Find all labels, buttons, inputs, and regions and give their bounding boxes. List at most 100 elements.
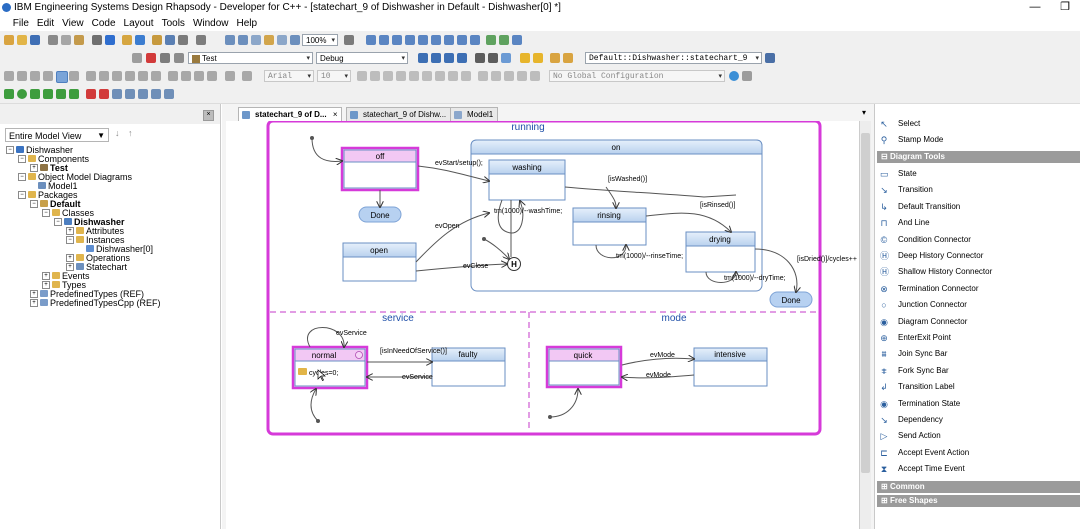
state-normal[interactable]: normal cycles=0; xyxy=(291,345,369,390)
tree-node[interactable]: −Instances xyxy=(66,236,125,245)
label-evmode-2[interactable]: evMode xyxy=(646,372,671,379)
transition-evclose[interactable] xyxy=(415,264,507,272)
palette-tool-termination-state[interactable]: ◉Termination State xyxy=(878,396,1078,412)
browser-icon[interactable] xyxy=(165,35,175,45)
tree-node[interactable]: −Default xyxy=(30,200,81,209)
gmr-icon[interactable] xyxy=(174,53,184,63)
move-down-icon[interactable]: ↓ xyxy=(115,128,120,138)
label-tm-wash[interactable]: tm(1000)/--washTime; xyxy=(494,208,562,215)
features-icon[interactable] xyxy=(178,35,188,45)
line-width-icon[interactable] xyxy=(504,71,514,81)
favorites-icon[interactable] xyxy=(520,53,530,63)
tab-list-chevron-icon[interactable]: ▾ xyxy=(862,108,867,117)
active-configuration-combo[interactable]: Debug▾ xyxy=(316,52,408,64)
palette-tool-diagram-connector[interactable]: ◉Diagram Connector xyxy=(878,314,1078,330)
forward-icon[interactable] xyxy=(563,53,573,63)
tree-node[interactable]: −Dishwasher xyxy=(6,146,73,155)
state-washing[interactable]: washing xyxy=(488,159,566,201)
run-executable-icon[interactable] xyxy=(160,53,170,63)
menu-edit[interactable]: Edit xyxy=(36,18,55,29)
menu-window[interactable]: Window xyxy=(192,18,229,29)
state-drying[interactable]: drying xyxy=(685,231,756,273)
service-default-transition[interactable] xyxy=(311,389,319,422)
tree-node[interactable]: Model1 xyxy=(38,182,78,191)
format-back-icon[interactable] xyxy=(99,71,109,81)
step-into-icon[interactable] xyxy=(56,89,66,99)
navigation-context-combo[interactable]: Default::Dishwasher::statechart_9▾ xyxy=(585,52,762,64)
tree-node[interactable]: −Packages xyxy=(18,191,78,200)
menu-help[interactable]: Help xyxy=(236,18,258,29)
palette-tool-transition[interactable]: ↘Transition xyxy=(878,182,1078,198)
active-component-combo[interactable]: Test▾ xyxy=(188,52,313,64)
section-diagram-tools[interactable]: ⊟ Diagram Tools xyxy=(877,151,1080,163)
menu-view[interactable]: View xyxy=(62,18,84,29)
space-horizontal-icon[interactable] xyxy=(486,35,496,45)
section-common[interactable]: ⊞ Common xyxy=(877,481,1080,493)
align-center-icon[interactable] xyxy=(379,35,389,45)
palette-tool-default-transition[interactable]: ↳Default Transition xyxy=(878,199,1078,215)
layout-icon[interactable] xyxy=(512,35,522,45)
stop-make-icon[interactable] xyxy=(146,53,156,63)
zoom-fit-icon[interactable] xyxy=(277,35,287,45)
tree-node[interactable]: +PredefinedTypesCpp (REF) xyxy=(30,299,161,308)
align-text-center-icon[interactable] xyxy=(448,71,458,81)
palette-tool-join-sync-bar[interactable]: ⩩Join Sync Bar xyxy=(878,346,1078,362)
label-evmode-1[interactable]: evMode xyxy=(650,352,675,359)
palette-tool-condition-connector[interactable]: ©Condition Connector xyxy=(878,232,1078,248)
menu-file[interactable]: File xyxy=(12,18,29,29)
grid-icon[interactable] xyxy=(344,35,354,45)
tree-node[interactable]: +PredefinedTypes (REF) xyxy=(30,290,144,299)
label-isdried[interactable]: [isDried()]/cycles++ xyxy=(797,256,857,263)
space-vertical-icon[interactable] xyxy=(499,35,509,45)
same-width-icon[interactable] xyxy=(444,35,454,45)
format-text-icon[interactable] xyxy=(242,71,252,81)
go-event-icon[interactable] xyxy=(43,89,53,99)
align-bottom-icon[interactable] xyxy=(431,35,441,45)
tree-node[interactable]: −Classes xyxy=(42,209,94,218)
zoom-combo[interactable]: 100%▾ xyxy=(302,34,338,46)
underline-icon[interactable] xyxy=(383,71,393,81)
transition-evstart[interactable] xyxy=(417,165,489,181)
label-isrinsed[interactable]: [isRinsed()] xyxy=(700,202,735,209)
breakpoints-icon[interactable] xyxy=(125,89,135,99)
view-output-icon[interactable] xyxy=(444,53,454,63)
tile-icon[interactable] xyxy=(488,53,498,63)
transition-iswashed[interactable] xyxy=(605,186,616,208)
browser-filter-dropdown[interactable]: Entire Model View ▼ xyxy=(5,128,109,142)
palette-tool-accept-time-event[interactable]: ⧗Accept Time Event xyxy=(878,461,1078,477)
same-height-icon[interactable] xyxy=(457,35,467,45)
palette-select[interactable]: ↖ Select xyxy=(880,119,921,129)
go-step-icon[interactable] xyxy=(30,89,40,99)
format-distribute-h-icon[interactable] xyxy=(225,71,235,81)
fill-color-icon[interactable] xyxy=(491,71,501,81)
cascade-icon[interactable] xyxy=(501,53,511,63)
pan-icon[interactable] xyxy=(264,35,274,45)
bullets-icon[interactable] xyxy=(422,71,432,81)
add-favorite-icon[interactable] xyxy=(533,53,543,63)
format-page-icon[interactable] xyxy=(43,71,53,81)
restore-button[interactable]: ❐ xyxy=(1060,1,1070,13)
locate-icon[interactable] xyxy=(152,35,162,45)
label-iswashed[interactable]: [isWashed()] xyxy=(608,176,647,183)
global-config-settings-icon[interactable] xyxy=(729,71,739,81)
palette-tool-and-line[interactable]: ⊓And Line xyxy=(878,215,1078,231)
transition-isdried[interactable] xyxy=(754,248,797,292)
format-front-icon[interactable] xyxy=(86,71,96,81)
tree-node[interactable]: +Types xyxy=(42,281,86,290)
tab-statechart-9-active[interactable]: statechart_9 of D... × xyxy=(238,107,343,122)
zoom-in-icon[interactable] xyxy=(225,35,235,45)
mode-default-transition[interactable] xyxy=(549,389,578,418)
state-faulty[interactable]: faulty xyxy=(431,347,506,387)
paste-icon[interactable] xyxy=(74,35,84,45)
tab-statechart-9[interactable]: statechart_9 of Dishw... xyxy=(346,107,452,122)
done-terminal-2[interactable]: Done xyxy=(769,291,813,308)
format-painter-icon[interactable] xyxy=(530,71,540,81)
tree-node[interactable]: +Attributes xyxy=(66,227,124,236)
format-stamp-icon[interactable] xyxy=(151,71,161,81)
tree-node[interactable]: −Components xyxy=(18,155,89,164)
tree-node[interactable]: −Dishwasher xyxy=(54,218,125,227)
transition-evservice-self[interactable] xyxy=(307,327,345,348)
save-icon[interactable] xyxy=(30,35,40,45)
format-ungroup-icon[interactable] xyxy=(125,71,135,81)
